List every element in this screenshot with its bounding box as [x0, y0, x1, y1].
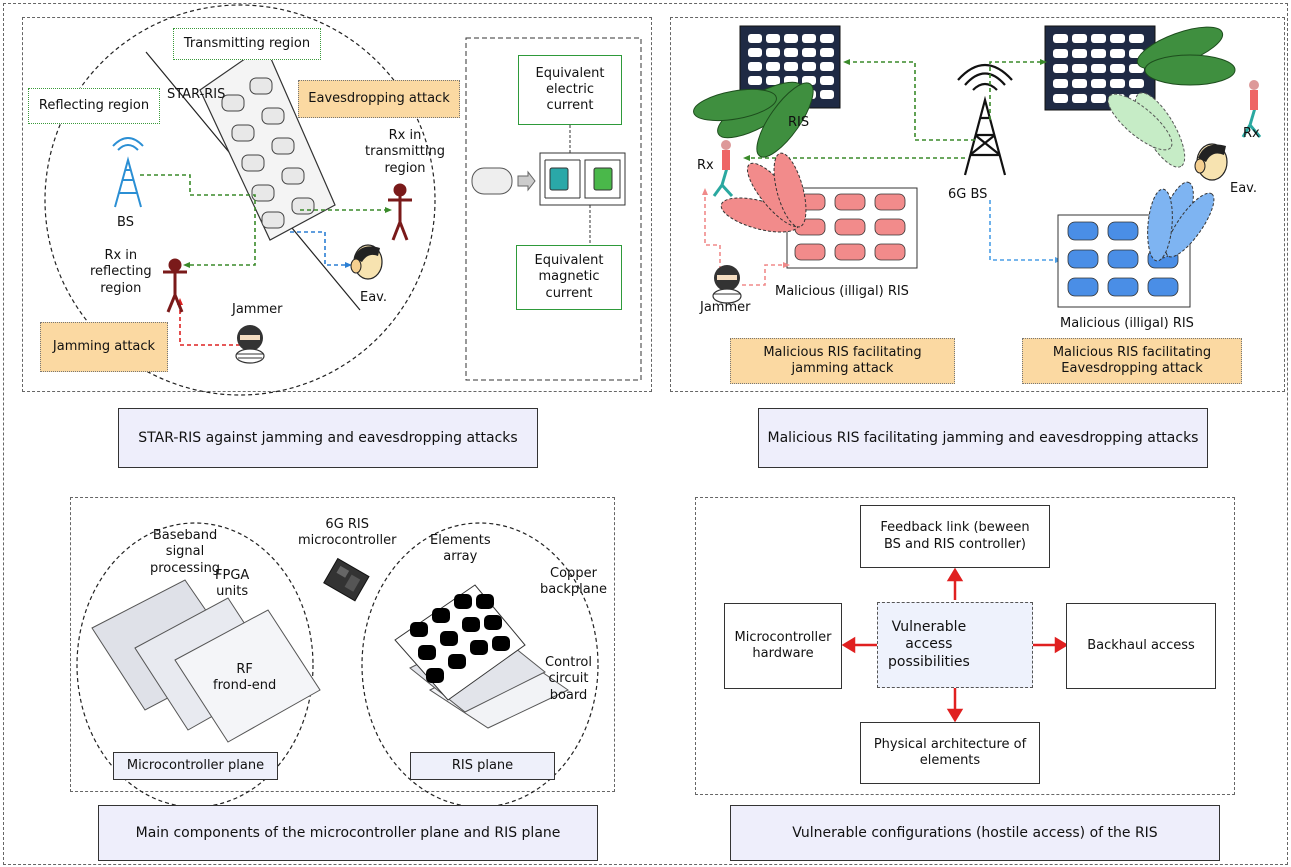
physical-architecture-box: Physical architecture of elements [860, 722, 1040, 784]
outer-frame [3, 3, 1288, 865]
bs-6g-label: 6G BS [948, 187, 988, 202]
jamming-box: Malicious RIS facilitating jamming attac… [730, 338, 955, 384]
malicious-ris-2-label: Malicious (illigal) RIS [1060, 316, 1194, 331]
malicious-ris-1-label: Malicious (illigal) RIS [775, 284, 909, 299]
rf-label: RF frond-end [213, 662, 277, 694]
ris-plane-label: RIS plane [410, 752, 555, 780]
elements-array-label: Elements array [430, 533, 491, 565]
equivalent-magnetic-current: Equivalent magnetic current [516, 245, 622, 310]
control-circuit-label: Control circuit board [545, 655, 592, 703]
microcontroller-plane-label: Microcontroller plane [113, 752, 278, 780]
caption-components: Main components of the microcontroller p… [98, 805, 598, 861]
fpga-label: FPGA units [215, 568, 250, 600]
panel-vulnerable [695, 497, 1235, 795]
caption-malicious-ris: Malicious RIS facilitating jamming and e… [758, 408, 1208, 468]
caption-star-ris: STAR-RIS against jamming and eavesdroppi… [118, 408, 538, 468]
copper-backplane-label: Copper backplane [540, 566, 607, 598]
microcontroller-6g-label: 6G RIS microcontroller [298, 517, 397, 549]
transmitting-region-label: Transmitting region [173, 28, 321, 60]
reflecting-region-label: Reflecting region [28, 88, 160, 124]
eav-label: Eav. [360, 290, 387, 305]
jamming-attack-label: Jamming attack [40, 322, 168, 372]
backhaul-access-box: Backhaul access [1066, 603, 1216, 689]
panel-malicious-ris [670, 17, 1285, 392]
rx-left-label: Rx [697, 158, 714, 173]
star-ris-label: STAR-RIS [167, 87, 226, 102]
rx-transmitting-label: Rx in transmitting region [365, 128, 445, 176]
feedback-link-box: Feedback link (beween BS and RIS control… [860, 505, 1050, 568]
bs-label: BS [117, 215, 134, 230]
rx-right-label: Rx [1243, 126, 1260, 141]
jammer-right-label: Jammer [700, 300, 751, 315]
panel-star-ris [22, 17, 652, 392]
microcontroller-hardware-box: Microcontroller hardware [724, 603, 842, 689]
jammer-label: Jammer [232, 302, 283, 317]
equivalent-electric-current: Equivalent electric current [518, 55, 622, 125]
baseband-label: Baseband signal processing [150, 528, 221, 576]
eavesdropping-attack-label: Eavesdropping attack [298, 80, 460, 118]
vulnerable-access-box: Vulnerable access possibilities [877, 602, 1033, 688]
panel-components [70, 497, 615, 792]
eavesdropping-box: Malicious RIS facilitating Eavesdropping… [1022, 338, 1242, 384]
eav-right-label: Eav. [1230, 181, 1257, 196]
vulnerable-access-label: Vulnerable access possibilities [888, 618, 970, 670]
caption-vulnerable: Vulnerable configurations (hostile acces… [730, 805, 1220, 861]
ris-label: RIS [788, 115, 810, 130]
rx-reflecting-label: Rx in reflecting region [90, 248, 152, 296]
